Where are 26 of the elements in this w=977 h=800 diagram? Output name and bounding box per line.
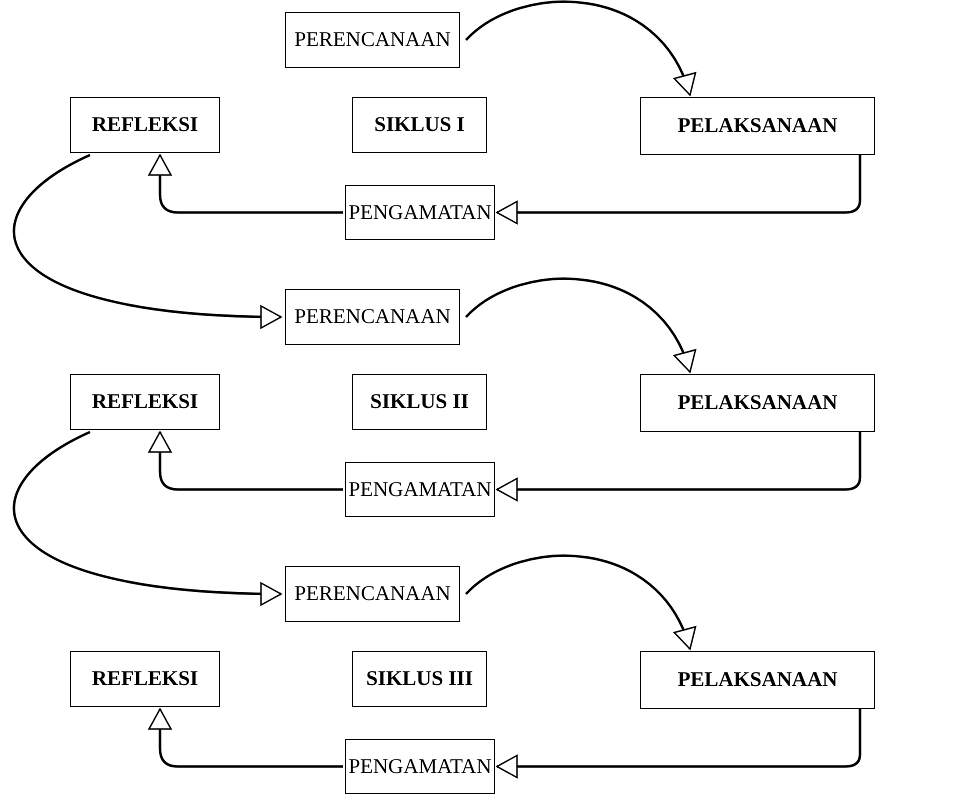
curved-arrow (465, 277, 694, 373)
planning-box: PERENCANAAN (285, 289, 460, 345)
action-box: PELAKSANAAN (640, 97, 875, 155)
planning-box: PERENCANAAN (285, 566, 460, 622)
curved-arrow (148, 708, 343, 768)
reflection-box: REFLEKSI (70, 374, 220, 430)
cycle-box: SIKLUS I (352, 97, 487, 153)
curved-arrow (14, 430, 282, 606)
action-box: PELAKSANAAN (640, 374, 875, 432)
curved-arrow (14, 154, 282, 328)
curved-arrow (496, 432, 862, 502)
planning-box: PERENCANAAN (285, 12, 460, 68)
cycle-box: SIKLUS II (352, 374, 487, 430)
curved-arrow (148, 431, 343, 491)
reflection-box: REFLEKSI (70, 97, 220, 153)
curved-arrow (465, 0, 694, 96)
reflection-box: REFLEKSI (70, 651, 220, 707)
curved-arrow (148, 154, 343, 214)
observation-box: PENGAMATAN (345, 462, 495, 517)
curved-arrow (496, 155, 862, 224)
curved-arrow (496, 709, 862, 778)
action-box: PELAKSANAAN (640, 651, 875, 709)
cycle-box: SIKLUS III (352, 651, 487, 707)
observation-box: PENGAMATAN (345, 739, 495, 794)
observation-box: PENGAMATAN (345, 185, 495, 240)
curved-arrow (465, 554, 694, 650)
